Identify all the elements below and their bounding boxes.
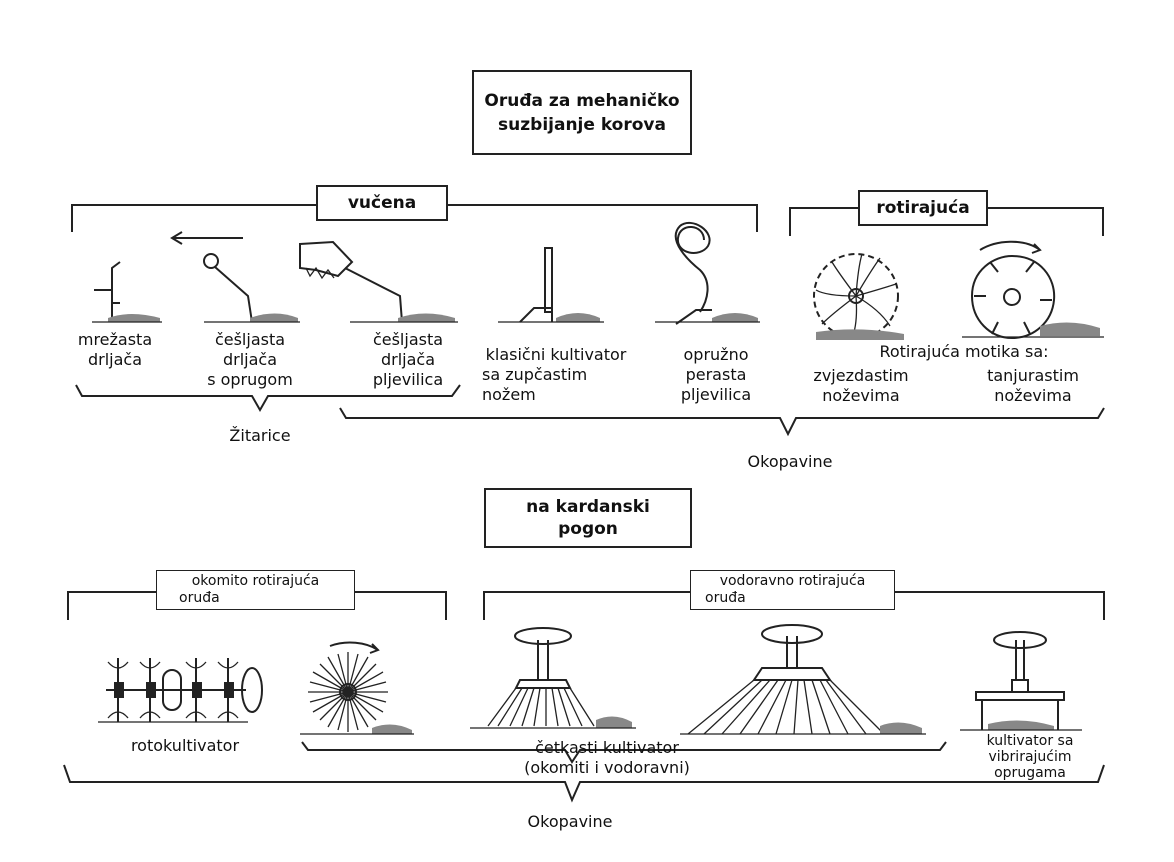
rotokultivator-label: rotokultivator — [110, 736, 260, 756]
rotirajuca-label: rotirajuća — [858, 190, 988, 226]
zvjezdastim-label: zvjezdastim noževima — [806, 366, 916, 406]
kardan-line1: na kardanski — [526, 497, 650, 517]
vodoravno-line1: vodoravno rotirajuća — [719, 573, 866, 589]
cesljasta-pljevilica-line2: drljača — [380, 350, 436, 369]
okopavine-top-label: Okopavine — [740, 452, 840, 472]
okomito-label: okomito rotirajuća oruđa — [156, 570, 355, 610]
motika-header-text: Rotirajuća motika sa: — [879, 342, 1049, 361]
vibrirajuci-line2: vibrirajućim — [988, 749, 1072, 765]
cesljasta-opruga-line3: s oprugom — [207, 370, 293, 389]
zitarice-brace — [75, 384, 461, 413]
cesljasta-pljevilica-line3: pljevilica — [372, 370, 444, 389]
opruzno-line1: opružno — [683, 345, 749, 364]
direction-arrow — [170, 231, 243, 245]
okopavine-top-brace — [339, 407, 1105, 437]
cetkasti-rotor-okomiti-drawing — [300, 641, 414, 735]
okomito-bracket — [67, 591, 447, 620]
vucena-bracket — [71, 204, 758, 232]
cetkasti-brace — [301, 741, 947, 764]
okopavine-bottom-text: Okopavine — [527, 812, 613, 831]
rotirajuca-text: rotirajuća — [876, 198, 970, 218]
vucena-label: vučena — [316, 185, 448, 221]
rotokultivator-text: rotokultivator — [130, 736, 240, 755]
mrezasta-line1: mrežasta — [77, 330, 153, 349]
opruzno-line2: perasta — [685, 365, 747, 384]
title-line2: suzbijanje korova — [498, 115, 666, 135]
zvjezdastim-line1: zvjezdastim — [813, 366, 909, 385]
okomito-line2: oruđa — [179, 590, 220, 606]
motika-header-label: Rotirajuća motika sa: — [864, 342, 1064, 362]
title-line1: Oruđa za mehaničko — [484, 91, 680, 111]
tanjurastim-label: tanjurastim noževima — [978, 366, 1088, 406]
cetkasti-label: četkasti kultivator (okomiti i vodoravni… — [512, 738, 702, 778]
vodoravno-bracket — [483, 591, 1105, 620]
klasicni-line1: klasični kultivator — [485, 345, 627, 364]
zvjezdasti-rotor-drawing — [813, 253, 904, 340]
mrezasta-label: mrežasta drljača — [70, 330, 160, 370]
vibrirajuci-kultivator-drawing — [960, 631, 1082, 731]
cetkasti-vodoravni-mali-drawing — [470, 627, 636, 729]
vibrirajuci-line1: kultivator sa — [986, 733, 1074, 749]
vodoravno-line2: oruđa — [705, 590, 746, 606]
cetkasti-line1: četkasti kultivator — [535, 738, 679, 757]
vucena-text: vučena — [347, 193, 417, 213]
mrezasta-drljaca-drawing — [92, 261, 162, 323]
opruzno-pljevilica-drawing — [655, 221, 760, 325]
cesljasta-opruga-label: češljasta drljača s oprugom — [200, 330, 300, 390]
kardan-label: na kardanski pogon — [484, 488, 692, 548]
klasicni-label: klasični kultivator sa zupčastim nožem — [476, 345, 636, 405]
klasicni-kultivator-drawing — [498, 247, 604, 323]
zitarice-label: Žitarice — [220, 426, 300, 446]
rotokultivator-drawing — [98, 658, 263, 723]
kardan-line2: pogon — [558, 519, 618, 539]
cesljasta-drljaca-opruga-drawing — [203, 253, 300, 323]
vodoravno-label: vodoravno rotirajuća oruđa — [690, 570, 895, 610]
opruzno-line3: pljevilica — [680, 385, 752, 404]
klasicni-line3: nožem — [482, 385, 536, 404]
cesljasta-pljevilica-label: češljasta drljača pljevilica — [358, 330, 458, 390]
rotirajuca-bracket — [789, 207, 1104, 236]
zitarice-text: Žitarice — [229, 426, 291, 445]
vibrirajuci-line3: oprugama — [994, 765, 1066, 781]
cesljasta-pljevilica-line1: češljasta — [372, 330, 444, 349]
okopavine-bottom-label: Okopavine — [520, 812, 620, 832]
tanjurastim-line2: noževima — [994, 386, 1072, 405]
mrezasta-line2: drljača — [87, 350, 143, 369]
klasicni-line2: sa zupčastim — [482, 365, 588, 384]
cetkasti-line2: (okomiti i vodoravni) — [524, 758, 690, 777]
tanjurasti-rotor-drawing — [962, 240, 1104, 340]
cesljasta-pljevilica-drawing — [299, 240, 458, 323]
cetkasti-vodoravni-veliki-drawing — [680, 624, 926, 735]
okopavine-top-text: Okopavine — [747, 452, 833, 471]
opruzno-label: opružno perasta pljevilica — [666, 345, 766, 405]
vibrirajuci-label: kultivator sa vibrirajućim oprugama — [970, 733, 1090, 781]
okopavine-bottom-brace — [63, 764, 1105, 803]
zvjezdastim-line2: noževima — [822, 386, 900, 405]
cesljasta-opruga-line1: češljasta — [214, 330, 286, 349]
title-box: Oruđa za mehaničko suzbijanje korova — [472, 70, 692, 155]
tanjurastim-line1: tanjurastim — [987, 366, 1079, 385]
okomito-line1: okomito rotirajuća — [191, 573, 320, 589]
cesljasta-opruga-line2: drljača — [222, 350, 278, 369]
